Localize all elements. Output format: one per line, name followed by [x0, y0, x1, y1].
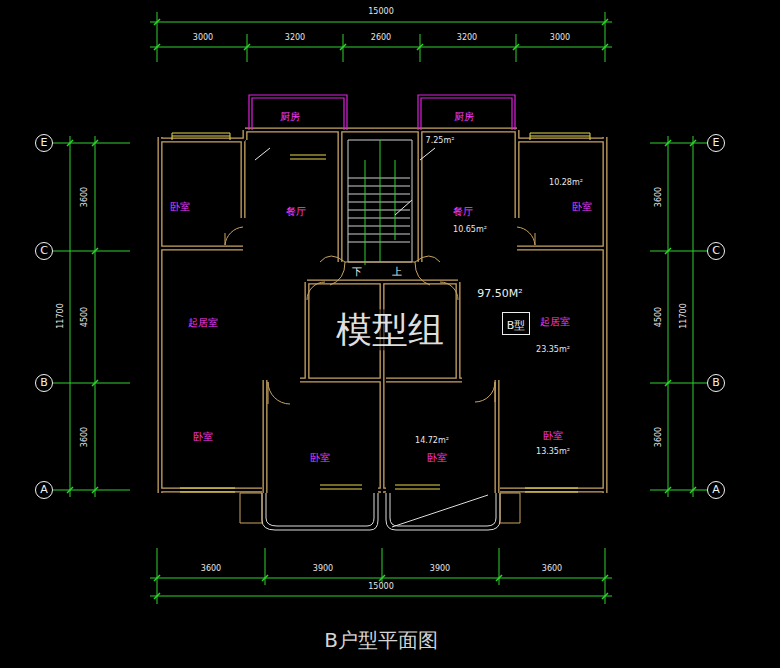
axis-label: B	[40, 377, 48, 390]
door-leaves	[255, 148, 435, 160]
dimension-line	[70, 22, 693, 596]
dimension-text: 3900	[312, 564, 334, 573]
axis-bubble: E	[707, 134, 725, 152]
dimension-text: 3600	[80, 186, 89, 208]
axis-label: A	[40, 484, 48, 497]
room: 厨房 7.25m²	[420, 98, 512, 152]
room: 餐厅	[252, 165, 336, 245]
room-area: 7.25m²	[426, 136, 455, 145]
room-area: 14.72m²	[415, 436, 449, 445]
dimension-text: 3000	[192, 33, 214, 42]
axis-label: E	[41, 137, 48, 150]
room-name: 餐厅	[286, 206, 306, 218]
room: 卧室	[163, 143, 239, 243]
dimension-text: 3200	[456, 33, 478, 42]
dimension-text: 15000	[367, 7, 394, 16]
room-name: 起居室	[540, 316, 570, 328]
dimension-text: 11700	[679, 302, 688, 329]
axis-label: C	[712, 245, 720, 258]
room: 卧室	[270, 390, 378, 482]
dimension-lines	[53, 12, 707, 604]
dimension-text: 2600	[370, 33, 392, 42]
piers	[240, 493, 520, 523]
walls	[160, 95, 605, 530]
dimension-text: 11700	[56, 302, 65, 329]
room: 10.28m² 卧室	[521, 143, 603, 243]
axis-label: A	[712, 484, 720, 497]
room: 卧室	[163, 390, 261, 486]
axis-label: C	[40, 245, 48, 258]
room-area: 10.65m²	[453, 225, 487, 234]
room-name: 起居室	[188, 317, 218, 329]
room: 厨房	[250, 98, 342, 134]
room-name: 餐厅	[453, 206, 473, 218]
room: 餐厅 10.65m²	[424, 165, 514, 245]
bay-window	[262, 493, 500, 530]
dimension-text: 15000	[367, 582, 394, 591]
room: 卧室 13.35m²	[502, 390, 602, 486]
type-label: B型	[507, 319, 526, 332]
drawing-caption: B户型平面图	[324, 629, 438, 652]
wall-inner	[160, 130, 605, 493]
stair	[320, 140, 440, 285]
dimension-text: 3600	[80, 426, 89, 448]
axis-bubble: C	[707, 242, 725, 260]
axis-label: B	[712, 377, 720, 390]
axis-bubble: A	[707, 481, 725, 499]
total-area: 97.50M²	[476, 288, 523, 301]
extension-lines	[157, 12, 605, 604]
room-area: 23.35m²	[536, 345, 570, 354]
dimension-text: 3600	[654, 426, 663, 448]
balcony-outline	[249, 95, 515, 130]
room-name: 卧室	[193, 431, 213, 443]
room: 起居室 23.35m² B型	[464, 304, 602, 364]
watermark: 模型组	[335, 309, 445, 350]
room-area: 13.35m²	[536, 447, 570, 456]
dimension-text: 4500	[654, 306, 663, 328]
room-name: 卧室	[170, 201, 190, 213]
room: 14.72m² 卧室	[388, 390, 494, 482]
room-name: 厨房	[454, 111, 474, 123]
room-name: 厨房	[280, 111, 300, 123]
axis-bubble: E	[35, 134, 53, 152]
room: 起居室	[163, 256, 303, 376]
axis-bubble: C	[35, 242, 53, 260]
stair-direction: 下	[351, 266, 363, 278]
stair-direction: 上	[391, 266, 403, 278]
axis-bubble: A	[35, 481, 53, 499]
dimension-ticks	[67, 19, 696, 599]
room-name: 卧室	[543, 430, 563, 442]
dimension-text: 3600	[541, 564, 563, 573]
wall-outer	[160, 130, 605, 493]
break-line	[395, 200, 412, 215]
room-area: 10.28m²	[549, 178, 583, 187]
dimension-text: 3600	[654, 186, 663, 208]
room-name: 卧室	[572, 201, 592, 213]
dimension-text: 3900	[429, 564, 451, 573]
dimension-text: 3600	[200, 564, 222, 573]
stair-entry	[320, 256, 440, 285]
room-name: 卧室	[310, 452, 330, 464]
axis-bubble: B	[707, 374, 725, 392]
type-tag: B型	[502, 312, 531, 335]
stair-arrow	[365, 140, 395, 265]
dimension-text: 3000	[549, 33, 571, 42]
windows	[172, 133, 590, 492]
room-name: 卧室	[427, 452, 447, 464]
axis-label: E	[713, 137, 720, 150]
dimension-text: 3200	[284, 33, 306, 42]
axis-bubble: B	[35, 374, 53, 392]
dimension-text: 4500	[80, 306, 89, 328]
